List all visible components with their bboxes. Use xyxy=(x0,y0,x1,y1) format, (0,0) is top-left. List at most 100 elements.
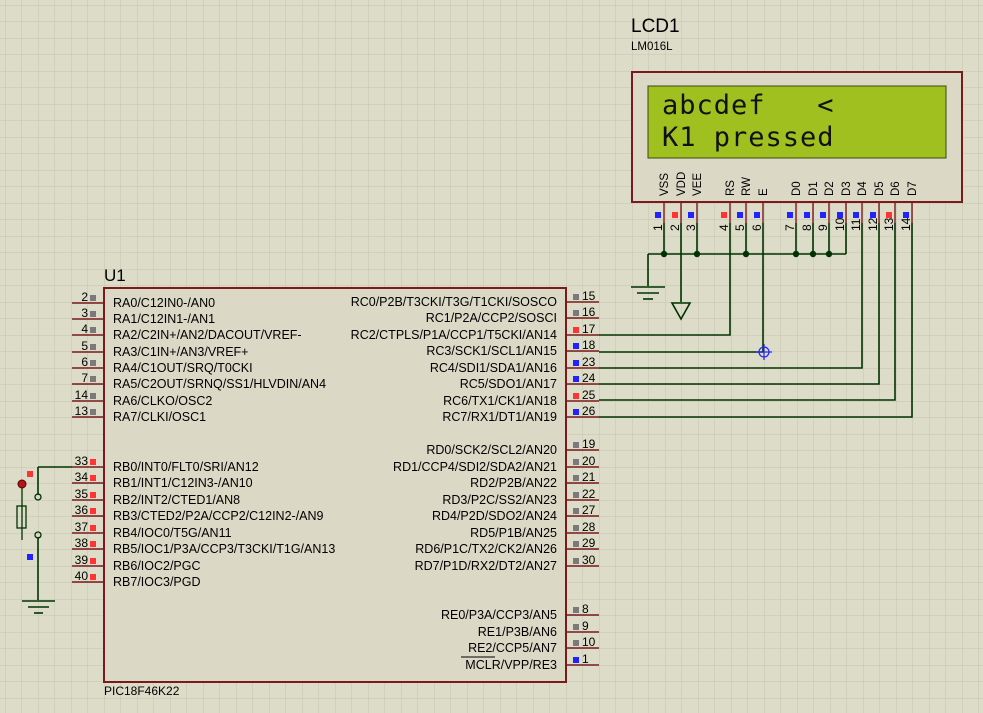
pin-state-indicator xyxy=(90,459,96,465)
pin-state-indicator xyxy=(573,558,579,564)
pin-label: RA3/C1IN+/AN3/VREF+ xyxy=(113,345,248,359)
pin-state-indicator xyxy=(90,525,96,531)
pin-state-indicator xyxy=(90,508,96,514)
pin-number: 38 xyxy=(75,536,89,550)
lcd-pin-d2[interactable]: D29 xyxy=(816,181,836,231)
lcd-pin-rs[interactable]: RS4 xyxy=(717,180,737,231)
pin-state-indicator xyxy=(90,327,96,333)
pin-number: 12 xyxy=(866,217,880,231)
pin-number: 1 xyxy=(582,652,589,666)
pin-label: RB3/CTED2/P2A/CCP2/C12IN2-/AN9 xyxy=(113,509,324,523)
pin-state-indicator xyxy=(573,607,579,613)
pin-state-indicator xyxy=(90,541,96,547)
lcd-pin-e[interactable]: E6 xyxy=(750,188,770,231)
lcd-pin-rw[interactable]: RW 5 xyxy=(733,177,753,231)
pin-name: D4 xyxy=(857,181,869,196)
pin-state-indicator xyxy=(737,212,743,218)
junction-dot xyxy=(660,250,668,258)
lcd-module[interactable]: LCD1 LM016L abcdef < K1 pressed VSS1VDD2… xyxy=(631,16,963,231)
pin-label: RB5/IOC1/P3A/CCP3/T3CKI/T1G/AN13 xyxy=(113,542,335,556)
lcd-pin-d1[interactable]: D18 xyxy=(800,181,820,231)
pin-number: 19 xyxy=(582,437,596,451)
wire-d6 xyxy=(599,223,896,401)
pin-label: RA0/C12IN0-/AN0 xyxy=(113,296,215,310)
pin-number: 7 xyxy=(81,371,88,385)
pin-label: RC7/RX1/DT1/AN19 xyxy=(442,410,557,424)
lcd-pin-d4[interactable]: D4 11 xyxy=(849,181,869,231)
pin-name: D6 xyxy=(890,181,902,196)
pin-state-indicator xyxy=(573,475,579,481)
pin-name: D2 xyxy=(824,181,836,196)
lcd-pin-d0[interactable]: D07 xyxy=(783,181,803,231)
junction-dot xyxy=(742,250,750,258)
pin-number: 10 xyxy=(582,635,596,649)
pin-number: 4 xyxy=(717,224,731,231)
pin-name: D1 xyxy=(808,181,820,196)
junction-dot xyxy=(825,250,833,258)
pin-state-indicator xyxy=(903,212,909,218)
pin-number: 5 xyxy=(733,224,747,231)
pin-number: 5 xyxy=(81,339,88,353)
pin-label: RB0/INT0/FLT0/SRI/AN12 xyxy=(113,460,259,474)
mcu-pin-5[interactable]: 5 RA3/C1IN+/AN3/VREF+ xyxy=(72,339,248,359)
ground-symbol-icon xyxy=(631,286,665,300)
pin-number: 37 xyxy=(75,520,89,534)
pin-state-indicator xyxy=(573,343,579,349)
pin-state-indicator xyxy=(573,492,579,498)
pin-number: 16 xyxy=(582,305,596,319)
push-button-k1[interactable] xyxy=(16,471,42,560)
pin-name: RW xyxy=(741,177,753,196)
pin-label: RA4/C1OUT/SRQ/T0CKI xyxy=(113,361,253,375)
lcd-line-1: abcdef < xyxy=(662,90,835,121)
pin-number: 11 xyxy=(849,218,863,231)
pin-state-indicator xyxy=(90,393,96,399)
pin-state-indicator xyxy=(90,475,96,481)
button-contact-top xyxy=(34,493,42,501)
mcu-pin-38[interactable]: 38 RB5/IOC1/P3A/CCP3/T3CKI/T1G/AN13 xyxy=(72,536,335,556)
pin-number: 13 xyxy=(75,404,89,418)
pin-label: RA6/CLKO/OSC2 xyxy=(113,394,212,408)
